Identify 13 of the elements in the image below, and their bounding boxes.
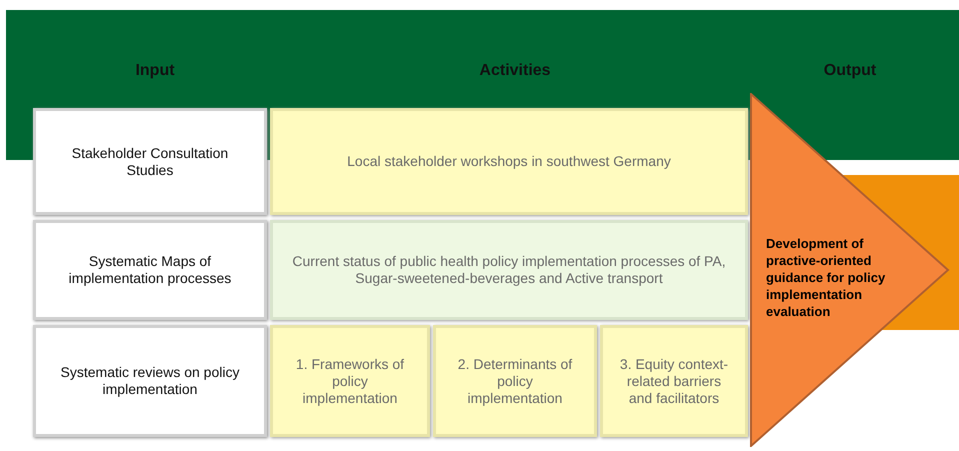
input-box: Systematic Maps of implementation processes <box>33 220 267 320</box>
column-header: Input <box>134 62 176 80</box>
column-header: Activities <box>478 62 552 80</box>
activity-box: 1. Frameworks of policy implementation <box>270 325 430 437</box>
output-text: Development of practive-oriented guidance for policy implementation evaluation <box>766 235 886 320</box>
activity-box: Local stakeholder workshops in southwest Germany <box>270 108 748 215</box>
output-arrow <box>750 93 950 447</box>
input-box: Systematic reviews on policy implementation <box>33 325 267 437</box>
column-header: Output <box>822 62 878 80</box>
input-box: Stakeholder Consultation Studies <box>33 108 267 215</box>
activity-box: 3. Equity context-related barriers and facilitators <box>600 325 748 437</box>
activity-box: Current status of public health policy implementation processes of PA, Sugar-sweetened-beverages and Active transport <box>270 220 748 320</box>
activity-box: 2. Determinants of policy implementation <box>433 325 597 437</box>
